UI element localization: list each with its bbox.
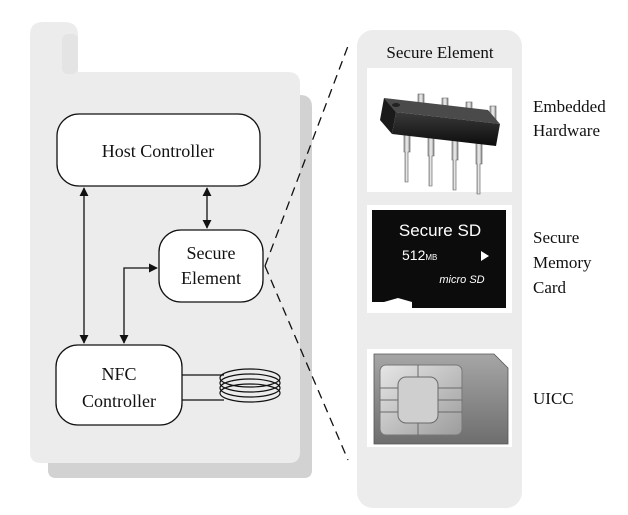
sd-play-icon xyxy=(481,251,489,261)
nfc-controller-label-line1: NFC xyxy=(101,364,136,384)
panel-title: Secure Element xyxy=(386,43,493,62)
embedded-hardware-label-line2: Hardware xyxy=(533,121,600,140)
phone-antenna xyxy=(62,34,78,74)
zoom-callout-lines xyxy=(264,45,349,461)
secure-memory-card-label-line2: Memory xyxy=(533,253,592,272)
sd-capacity-text: 512MB xyxy=(402,247,437,263)
microsd-card-image: Secure SD 512MB micro SD xyxy=(367,205,512,313)
secure-element-box: Secure Element xyxy=(158,229,264,303)
secure-memory-card-label-line1: Secure xyxy=(533,228,579,247)
sim-card-image xyxy=(367,349,512,447)
secure-memory-card-label-line3: Card xyxy=(533,278,567,297)
secure-element-label-line2: Element xyxy=(181,268,241,288)
nfc-controller-label-line2: Controller xyxy=(82,391,156,411)
host-controller-box: Host Controller xyxy=(56,113,261,187)
nfc-controller-box: NFC Controller xyxy=(55,344,183,426)
arrow-nfc-secure-element xyxy=(119,263,158,344)
antenna-coil-icon xyxy=(182,368,281,403)
ic-chip-image xyxy=(367,68,512,195)
embedded-hardware-label-line1: Embedded xyxy=(533,97,606,116)
host-controller-label: Host Controller xyxy=(102,141,215,161)
sd-brand-text: Secure SD xyxy=(399,221,481,240)
secure-element-label-line1: Secure xyxy=(187,243,236,263)
sd-logo: micro SD xyxy=(439,274,484,286)
uicc-label: UICC xyxy=(533,389,574,408)
